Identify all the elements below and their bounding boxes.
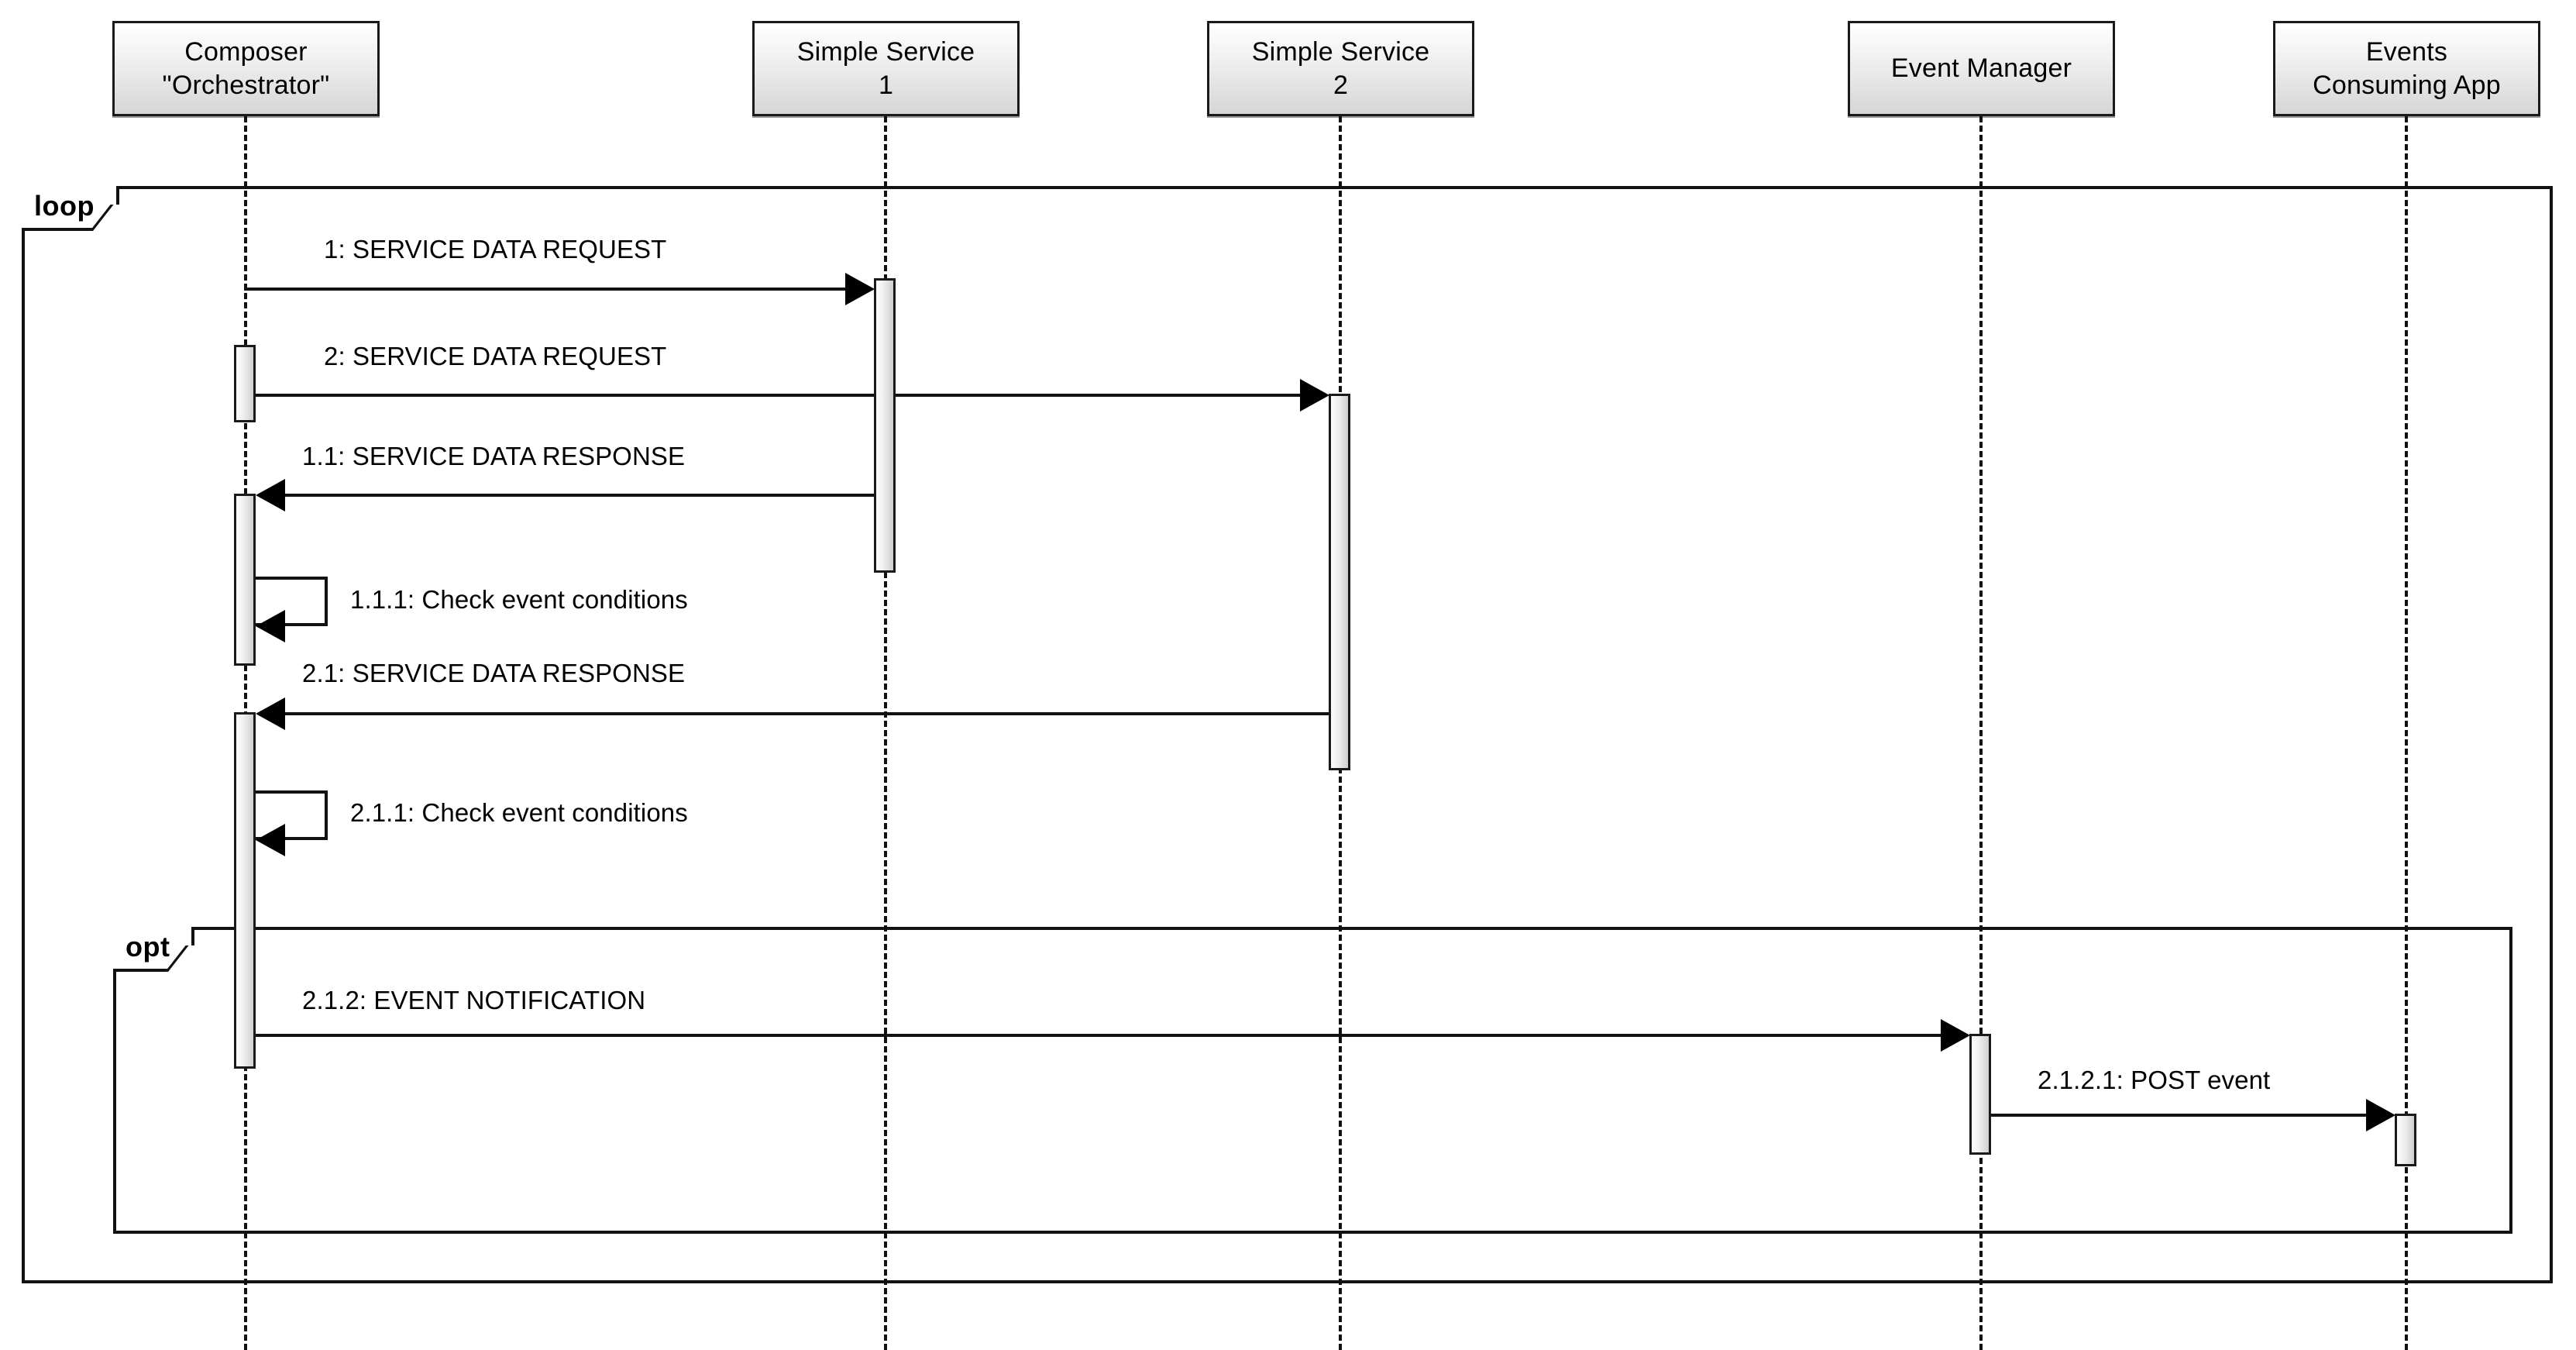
participant-simple-service-2-label: Simple Service 2 (1251, 37, 1430, 100)
participant-events-consuming-app-label: Events Consuming App (2313, 37, 2501, 100)
message-label-2-1-1: 2.1.1: Check event conditions (350, 798, 688, 827)
activation-composer-2 (234, 494, 256, 666)
message-arrowhead-2-1-2-1 (2366, 1099, 2395, 1131)
participant-simple-service-1-label: Simple Service 1 (796, 37, 975, 100)
activation-composer-3 (234, 712, 256, 1069)
fragment-loop-tab: loop (22, 186, 140, 231)
message-label-2-1: 2.1: SERVICE DATA RESPONSE (302, 659, 686, 687)
message-arrowhead-2 (1300, 379, 1329, 412)
activation-composer-1 (234, 345, 256, 422)
activation-simple-service-2 (1329, 394, 1350, 770)
message-arrowhead-1 (845, 273, 875, 305)
message-label-2-1-2: 2.1.2: EVENT NOTIFICATION (302, 986, 646, 1014)
activation-simple-service-1 (874, 278, 896, 573)
message-label-1: 1: SERVICE DATA REQUEST (324, 235, 667, 263)
message-arrowhead-1-1-1 (256, 610, 285, 642)
message-line-1 (244, 288, 862, 291)
message-line-1-1 (266, 494, 875, 497)
message-label-1-1: 1.1: SERVICE DATA RESPONSE (302, 442, 686, 470)
message-line-2-1-2 (256, 1034, 1958, 1037)
message-line-2-1 (266, 712, 1330, 715)
message-arrowhead-1-1 (256, 479, 285, 511)
message-arrowhead-2-1-2 (1941, 1019, 1970, 1052)
message-line-2-1-2-1 (1991, 1114, 2383, 1117)
fragment-opt-tab: opt (113, 927, 215, 972)
message-line-2 (244, 394, 1317, 397)
activation-event-manager (1969, 1034, 1991, 1155)
message-selfloop-2-1-1 (256, 790, 328, 840)
fragment-opt[interactable] (113, 927, 2512, 1234)
lifeline-simple-service-1 (884, 116, 887, 1350)
fragment-opt-label: opt (126, 931, 170, 963)
message-label-1-1-1: 1.1.1: Check event conditions (350, 585, 688, 614)
lifeline-event-manager (1979, 116, 1983, 1350)
participant-event-manager[interactable]: Event Manager (1848, 21, 2115, 116)
message-arrowhead-2-1-1 (256, 824, 285, 856)
participant-simple-service-2[interactable]: Simple Service 2 (1207, 21, 1474, 116)
participant-events-consuming-app[interactable]: Events Consuming App (2273, 21, 2540, 116)
message-label-2-1-2-1: 2.1.2.1: POST event (2038, 1066, 2271, 1094)
message-arrowhead-2-1 (256, 697, 285, 730)
participant-composer-label: Composer "Orchestrator" (162, 37, 330, 100)
message-label-2: 2: SERVICE DATA REQUEST (324, 342, 667, 370)
lifeline-events-consuming-app (2405, 116, 2408, 1350)
fragment-loop[interactable] (22, 186, 2553, 1283)
activation-events-consuming-app (2395, 1114, 2416, 1166)
participant-simple-service-1[interactable]: Simple Service 1 (752, 21, 1020, 116)
fragment-loop-label: loop (34, 190, 95, 222)
message-selfloop-1-1-1 (256, 577, 328, 626)
participant-event-manager-label: Event Manager (1890, 53, 2072, 84)
participant-composer[interactable]: Composer "Orchestrator" (112, 21, 380, 116)
